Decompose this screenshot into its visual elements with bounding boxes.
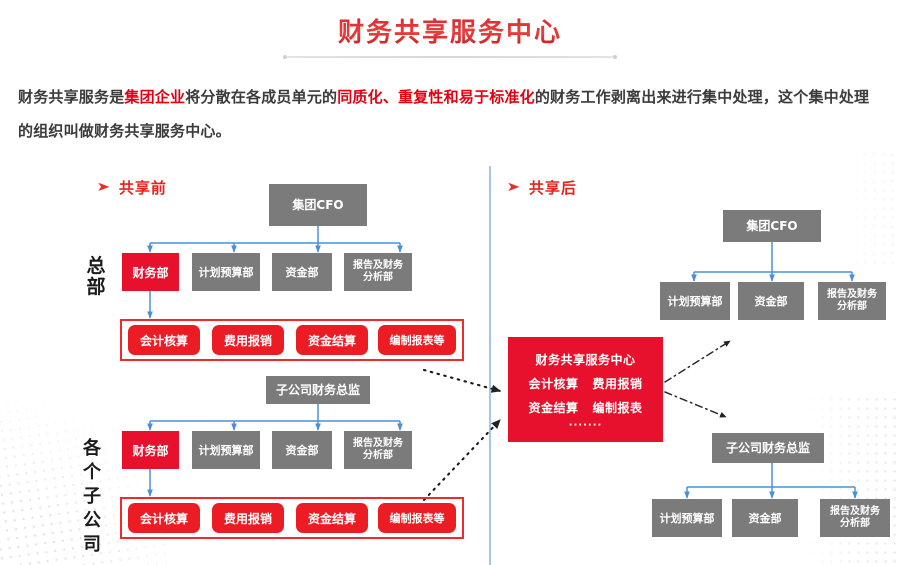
halftone-dots-right-decoration <box>834 150 900 270</box>
title-divider <box>283 55 617 59</box>
after-hq-top-box: 集团CFO <box>723 210 821 242</box>
hub-item-0: 会计核算 <box>528 376 579 391</box>
before-sub-task-3: 编制报表等 <box>378 503 456 533</box>
intro-highlight-2: 同质化、重复性和易于标准化 <box>337 88 535 106</box>
before-hq-task-2: 资金结算 <box>296 325 368 355</box>
hub-row-2: 资金结算 编制报表 <box>528 399 642 416</box>
intro-paragraph: 财务共享服务是集团企业将分散在各成员单元的同质化、重复性和易于标准化的财务工作剥… <box>18 80 884 148</box>
after-hq-dept-reporting: 报告及财务 分析部 <box>818 282 886 320</box>
after-hq-dept-treasury: 资金部 <box>738 282 804 320</box>
arrow-bullet-icon: ➤ <box>96 180 112 195</box>
before-hq-dept-planning: 计划预算部 <box>192 253 260 291</box>
before-hq-task-1: 费用报销 <box>212 325 284 355</box>
before-hq-dept-reporting: 报告及财务 分析部 <box>344 253 412 291</box>
before-sub-task-frame <box>120 497 464 539</box>
intro-highlight-1: 集团企业 <box>124 88 186 106</box>
side-label-subsidiaries: 各个子公司 <box>83 438 101 555</box>
section-header-before-label: 共享前 <box>118 179 167 197</box>
section-header-after-label: 共享后 <box>528 179 577 197</box>
before-sub-task-2: 资金结算 <box>296 503 368 533</box>
intro-text-2: 将分散在各成员单元的 <box>185 88 338 106</box>
after-sub-top-box: 子公司财务总监 <box>712 433 824 463</box>
shared-service-center-box: 财务共享服务中心 会计核算 费用报销 资金结算 编制报表 ······· <box>508 337 663 442</box>
after-sub-dept-planning: 计划预算部 <box>652 499 722 537</box>
intro-text-1: 财务共享服务是 <box>18 88 125 106</box>
before-sub-dept-finance: 财务部 <box>122 431 179 469</box>
before-sub-task-1: 费用报销 <box>212 503 284 533</box>
hub-title: 财务共享服务中心 <box>535 352 636 367</box>
before-hq-task-3: 编制报表等 <box>378 325 456 355</box>
section-header-after: ➤ 共享后 <box>506 177 577 198</box>
before-hq-dept-treasury: 资金部 <box>272 253 332 291</box>
after-sub-dept-reporting: 报告及财务 分析部 <box>820 499 890 537</box>
page-title: 财务共享服务中心 <box>0 12 900 49</box>
before-hq-top-box: 集团CFO <box>269 184 367 226</box>
before-sub-top-box: 子公司财务总监 <box>266 376 370 404</box>
before-sub-dept-planning: 计划预算部 <box>192 431 260 469</box>
side-label-headquarters: 总部 <box>86 255 106 298</box>
before-hq-task-0: 会计核算 <box>128 325 200 355</box>
divider-bar <box>287 56 613 58</box>
intro-text-3: 的财务工作剥离出来进行集中处理，这个集中处理的组织叫做财务共享服务中心。 <box>18 88 870 140</box>
divider-cap-left <box>283 55 287 59</box>
section-header-before: ➤ 共享前 <box>96 177 167 198</box>
hub-ellipsis: ······· <box>568 419 603 431</box>
after-hq-dept-planning: 计划预算部 <box>660 282 730 320</box>
before-sub-task-0: 会计核算 <box>128 503 200 533</box>
before-hq-dept-finance: 财务部 <box>122 253 179 291</box>
divider-cap-right <box>613 55 617 59</box>
hub-item-2: 资金结算 <box>528 400 579 415</box>
center-vertical-divider <box>489 166 491 565</box>
hub-item-3: 编制报表 <box>592 400 643 415</box>
halftone-dots-bottom-right-decoration <box>800 395 900 565</box>
before-sub-dept-reporting: 报告及财务 分析部 <box>344 431 412 469</box>
after-sub-dept-treasury: 资金部 <box>732 499 798 537</box>
hub-row-1: 会计核算 费用报销 <box>528 375 642 392</box>
before-sub-dept-treasury: 资金部 <box>272 431 332 469</box>
hub-item-1: 费用报销 <box>592 376 643 391</box>
arrow-bullet-icon: ➤ <box>506 180 522 195</box>
before-hq-task-frame <box>120 319 464 361</box>
